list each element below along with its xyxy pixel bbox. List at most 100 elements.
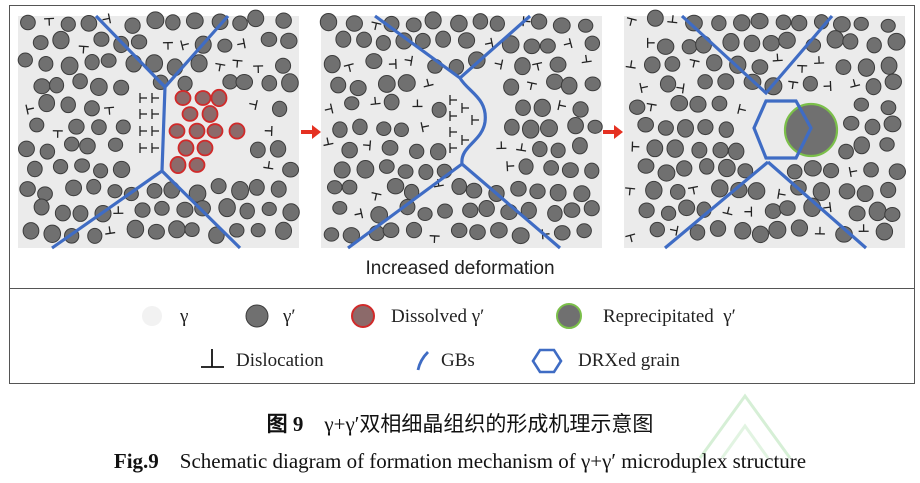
gamma-prime-particle [90, 77, 108, 96]
gamma-prime-particle [332, 201, 348, 215]
gamma-prime-particle [691, 141, 708, 159]
gamma-prime-particle [530, 13, 548, 30]
figure-caption-chinese: 图 9 γ+γ′双相细晶组织的形成机理示意图 [0, 408, 920, 438]
gamma-prime-particle [37, 186, 53, 202]
panel-caption: Increased deformation [365, 258, 554, 279]
gamma-prime-particle [802, 75, 818, 92]
legend-dislocation-symbol [201, 349, 224, 368]
gamma-prime-particle [352, 118, 368, 136]
dislocation-symbol [772, 53, 783, 62]
caption-text-en: Schematic diagram of formation mechanism… [179, 449, 807, 473]
dislocation-symbol [676, 83, 685, 94]
gamma-prime-particle [333, 161, 351, 179]
gamma-prime-particle [275, 221, 293, 240]
gamma-prime-particle [709, 220, 727, 237]
gamma-prime-particle [733, 14, 751, 32]
legend-grain-boundary-symbol [416, 351, 430, 371]
gamma-prime-particle [29, 117, 45, 133]
dislocation-symbol [151, 143, 159, 153]
dislocation-symbol [461, 135, 469, 145]
gamma-prime-particle [382, 222, 400, 239]
gamma-prime-particle [489, 15, 505, 32]
dislocation-symbol [484, 37, 494, 48]
gamma-prime-particle [518, 158, 534, 175]
dislocation-symbol [737, 103, 746, 114]
gamma-prime-particle [450, 14, 468, 33]
gamma-prime-particle [779, 200, 796, 216]
gamma-prime-particle [247, 9, 265, 28]
gamma-prime-particle [822, 163, 840, 179]
gamma-prime-particle [60, 56, 79, 76]
legend-dissolved-symbol [351, 304, 375, 328]
gamma-prime-particle [848, 205, 866, 222]
legend-gb-label: GBs [441, 350, 475, 371]
gamma-prime-particle [54, 204, 71, 222]
gamma-prime-particle [884, 206, 901, 222]
gamma-prime-particle [504, 118, 520, 136]
legend-gamma-symbol [142, 306, 162, 326]
gamma-prime-particle [43, 224, 62, 243]
dislocation-symbol [162, 41, 173, 50]
gamma-prime-particle [637, 116, 654, 133]
gamma-prime-particle [501, 35, 520, 54]
dislocation-symbol [354, 208, 364, 219]
gamma-prime-particle [583, 200, 600, 217]
gamma-prime-particle [856, 185, 874, 203]
gamma-prime-particle [646, 139, 664, 158]
gamma-prime-particle [80, 15, 98, 32]
gamma-prime-particle [689, 95, 707, 113]
gamma-prime-particle [222, 74, 239, 90]
panel-deformed [319, 11, 603, 250]
dislocation-symbol [180, 40, 189, 51]
gamma-prime-particle [217, 38, 233, 53]
gamma-prime-particle [711, 179, 729, 198]
dislocation-symbol [253, 65, 264, 74]
dislocation-symbol [113, 206, 124, 215]
gamma-prime-particle [887, 32, 906, 51]
legend-reprecipitated-label: Reprecipitated γ′ [603, 306, 736, 327]
gamma-prime-particle [280, 32, 298, 49]
gamma-prime-particle [319, 12, 338, 32]
gamma-prime-particle [409, 143, 425, 160]
gamma-prime-particle [521, 119, 540, 139]
legend-dissolved-label: Dissolved γ′ [391, 306, 484, 327]
gamma-prime-particle [490, 222, 508, 239]
gamma-prime-particle [250, 223, 266, 238]
gamma-prime-particle [880, 181, 897, 199]
gamma-prime-particle [584, 162, 600, 179]
gamma-prime-particle [751, 59, 769, 75]
gamma-prime-particle [875, 222, 894, 241]
dislocation-symbol [343, 63, 354, 72]
gamma-prime-particle [32, 35, 49, 51]
dislocation-symbol [139, 109, 147, 119]
gamma-prime-particle [86, 178, 102, 195]
gamma-prime-particle [560, 76, 578, 95]
gamma-prime-particle [261, 201, 277, 217]
gamma-prime-particle [185, 12, 204, 30]
gamma-prime-particle [113, 79, 130, 96]
gamma-prime-particle [853, 97, 870, 112]
gamma-prime-particle [74, 158, 90, 173]
gamma-prime-particle [552, 17, 571, 34]
gamma-prime-particle [107, 184, 123, 199]
gamma-prime-particle [547, 204, 563, 222]
gamma-prime-particle [27, 160, 43, 178]
dislocation-symbol [461, 103, 469, 113]
gamma-prime-particle [842, 33, 859, 50]
gamma-prime-particle [282, 161, 300, 178]
dislocation-symbol [78, 45, 89, 54]
figure-caption-english: Fig.9 Schematic diagram of formation mec… [0, 449, 920, 474]
gamma-prime-particle [515, 99, 531, 116]
gamma-prime-particle [553, 225, 571, 241]
dissolved-gamma-prime [188, 157, 206, 173]
gamma-prime-particle [383, 93, 400, 111]
gamma-prime-particle [63, 136, 80, 152]
gamma-prime-particle [775, 14, 792, 31]
gamma-prime-particle [231, 181, 250, 201]
gamma-prime-particle [79, 137, 96, 155]
gamma-prime-particle [414, 32, 431, 50]
gamma-prime-particle [146, 183, 163, 199]
gamma-prime-particle [699, 158, 715, 175]
gamma-prime-particle [72, 205, 89, 222]
gamma-prime-particle [239, 202, 255, 220]
